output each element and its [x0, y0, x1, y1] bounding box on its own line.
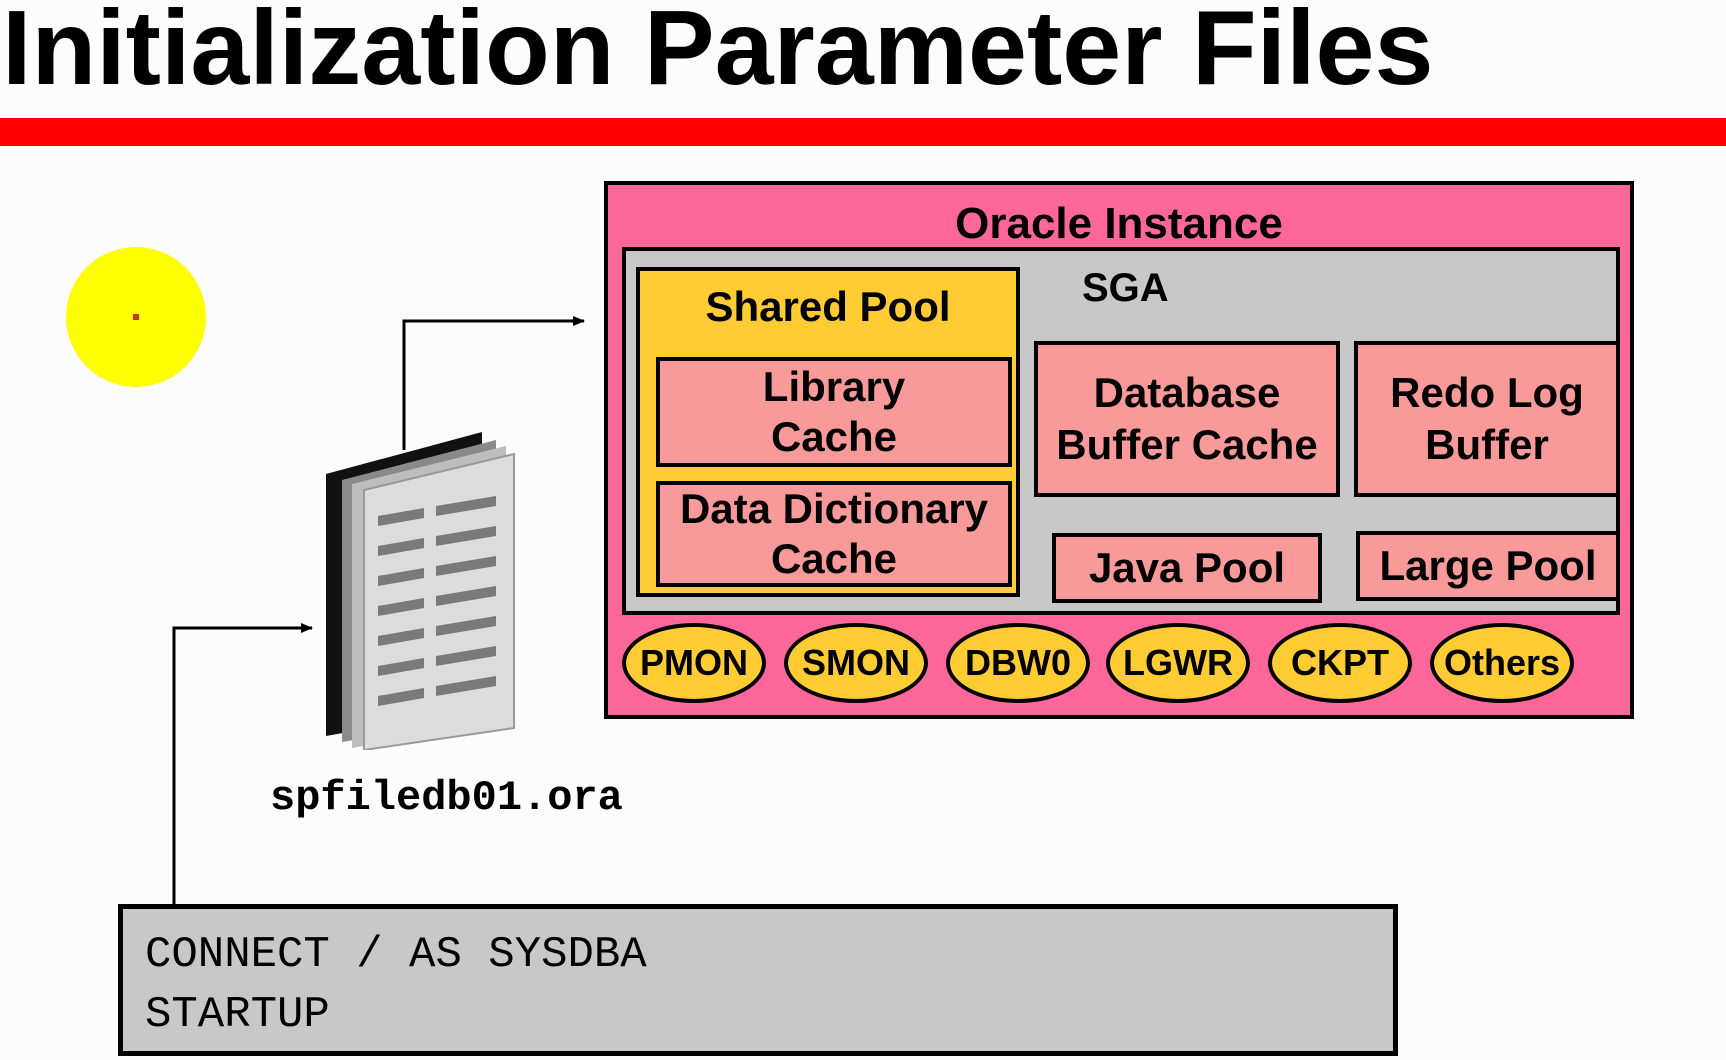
oracle-instance: Oracle Instance SGA Shared Pool Library … [604, 181, 1634, 719]
data-dictionary-cache-label: Data Dictionary Cache [679, 485, 989, 582]
sga: SGA Shared Pool Library Cache Data Dicti… [622, 247, 1620, 615]
library-cache: Library Cache [656, 357, 1012, 467]
process-smon: SMON [784, 623, 928, 703]
command-line-connect: CONNECT / AS SYSDBA [145, 930, 647, 980]
process-ckpt: CKPT [1268, 623, 1412, 703]
process-others: Others [1430, 623, 1574, 703]
process-dbw0: DBW0 [946, 623, 1090, 703]
slide-title: Initialization Parameter Files [2, 0, 1434, 107]
shared-pool: Shared Pool Library Cache Data Dictionar… [636, 267, 1020, 597]
shared-pool-label: Shared Pool [705, 283, 951, 330]
process-pmon: PMON [622, 623, 766, 703]
java-pool-label: Java Pool [1088, 544, 1286, 591]
sqlplus-command-box: CONNECT / AS SYSDBA STARTUP [118, 904, 1398, 1056]
pointer-dot [133, 314, 139, 320]
pointer-highlight-icon [66, 247, 206, 387]
large-pool-label: Large Pool [1379, 542, 1597, 589]
process-lgwr: LGWR [1106, 623, 1250, 703]
database-buffer-cache-label: Database Buffer Cache [1056, 369, 1318, 468]
large-pool: Large Pool [1356, 531, 1620, 601]
document-stack-icon [326, 432, 515, 750]
data-dictionary-cache: Data Dictionary Cache [656, 481, 1012, 587]
arrow-command-to-file [172, 623, 313, 904]
redo-log-buffer: Redo Log Buffer [1354, 341, 1620, 497]
command-line-startup: STARTUP [145, 990, 330, 1040]
database-buffer-cache: Database Buffer Cache [1034, 341, 1340, 497]
java-pool: Java Pool [1052, 533, 1322, 603]
parameter-file-name: spfiledb01.ora [270, 774, 623, 822]
oracle-instance-label: Oracle Instance [955, 199, 1283, 248]
redo-log-buffer-label: Redo Log Buffer [1390, 369, 1584, 468]
title-underline-bar [0, 118, 1726, 146]
sga-label: SGA [1082, 266, 1169, 310]
library-cache-label: Library Cache [762, 363, 906, 460]
